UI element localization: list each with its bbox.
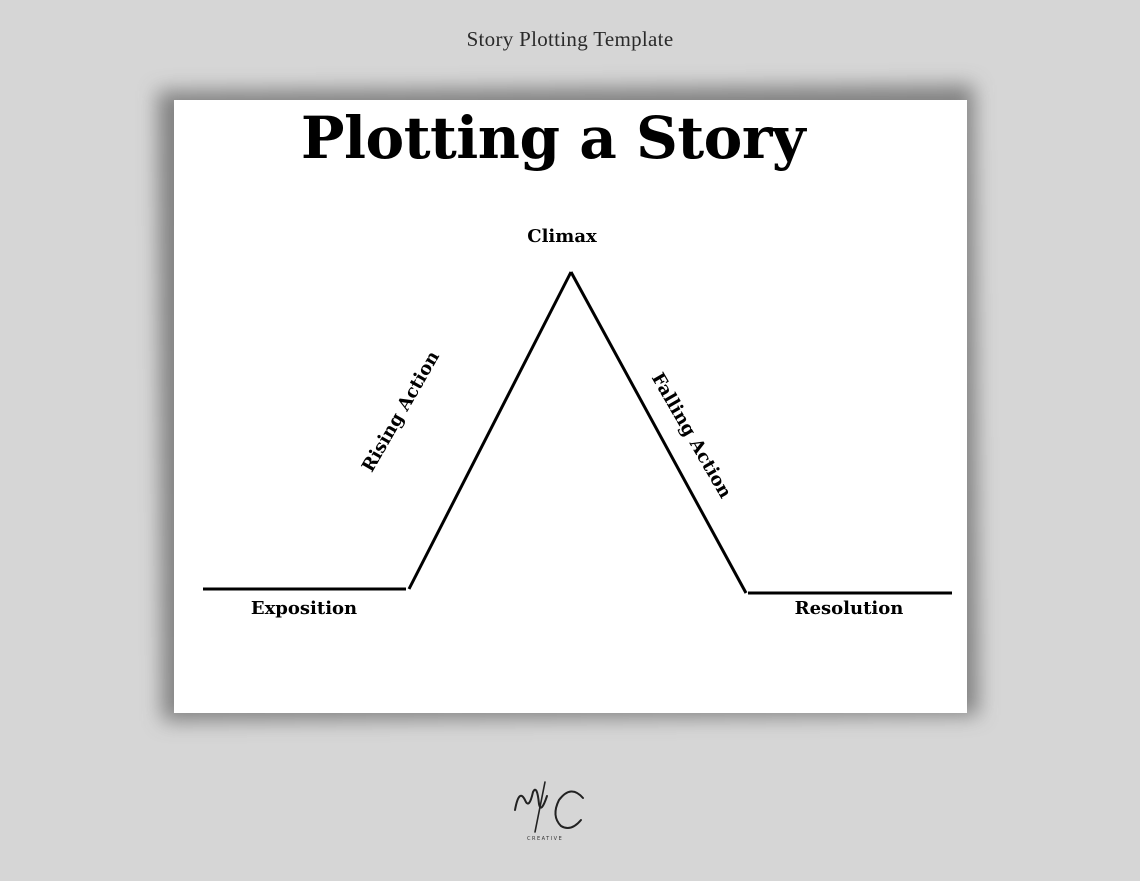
page-header-title: Story Plotting Template bbox=[466, 27, 674, 51]
rising-action-line bbox=[407, 271, 573, 590]
label-exposition: Exposition bbox=[250, 598, 358, 619]
falling-action-line bbox=[569, 271, 748, 594]
template-sheet: Plotting a Story Climax Rising Action Fa… bbox=[174, 100, 967, 713]
label-resolution: Resolution bbox=[794, 598, 904, 619]
svg-text:CREATIVE: CREATIVE bbox=[527, 836, 563, 842]
label-climax: Climax bbox=[527, 226, 597, 247]
brand-logo-icon: CREATIVE bbox=[514, 781, 584, 842]
sheet-title: Plotting a Story bbox=[300, 104, 806, 172]
plot-arc-diagram bbox=[203, 271, 952, 595]
